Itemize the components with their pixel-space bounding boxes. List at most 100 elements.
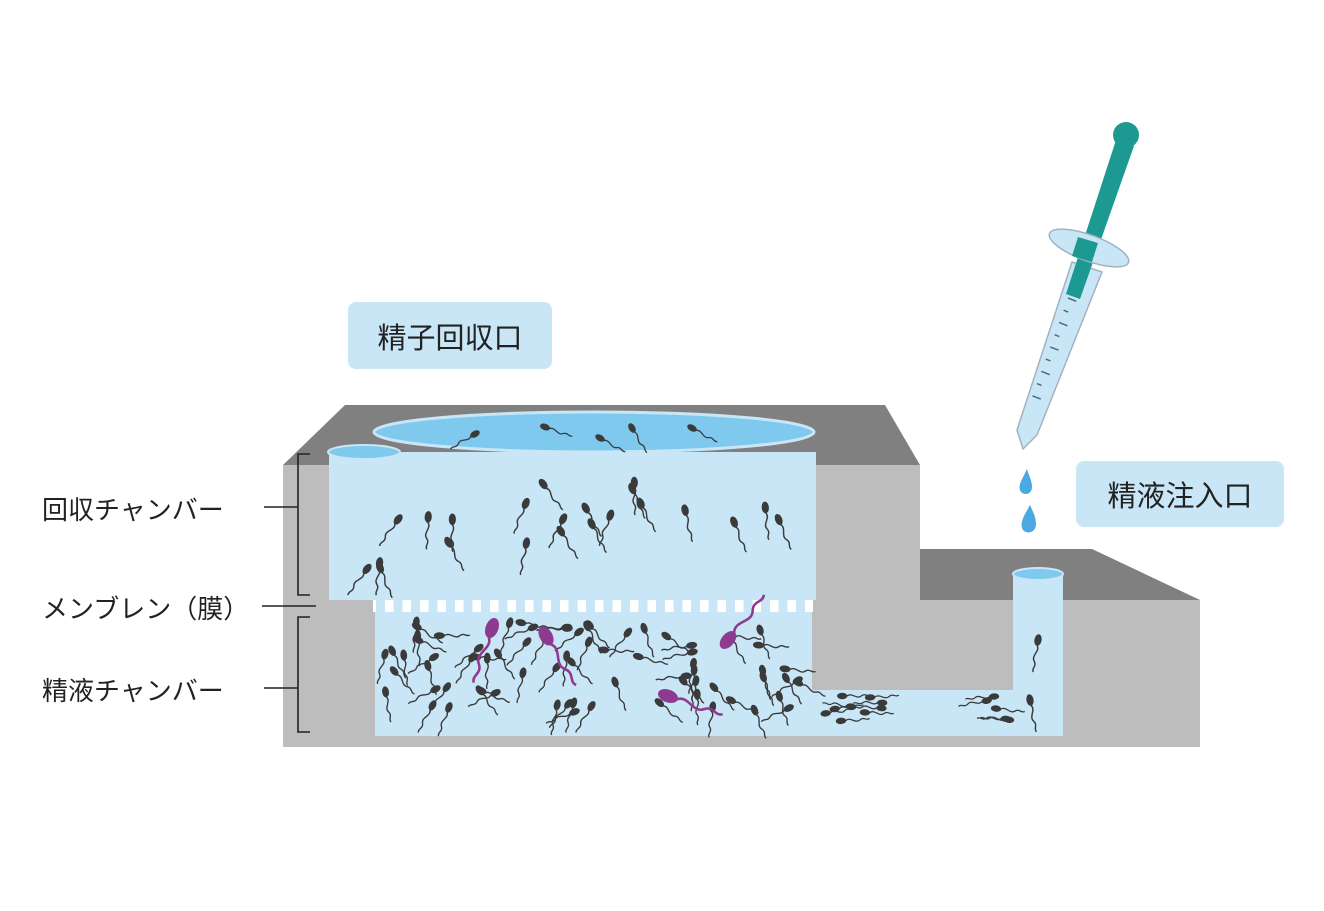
- sperm: [515, 619, 552, 629]
- sperm: [598, 646, 635, 654]
- membrane: [373, 600, 813, 612]
- sperm: [1032, 634, 1042, 673]
- collection-chamber-label: 回収チャンバー: [42, 496, 224, 526]
- sperm: [389, 666, 415, 695]
- drop-2: [1021, 505, 1036, 533]
- sperm: [424, 511, 432, 550]
- sperm: [609, 627, 633, 658]
- sperm: [506, 637, 532, 666]
- collection-liquid-surface: [372, 410, 816, 454]
- collection-port-text: 精子回収口: [377, 320, 523, 355]
- sperm: [693, 688, 701, 726]
- semen-chamber-label: 精液チャンバー: [42, 677, 224, 707]
- sperm: [662, 648, 698, 661]
- sperm: [837, 692, 872, 700]
- sperm: [504, 623, 539, 640]
- sperm: [467, 688, 501, 708]
- sperm: [628, 423, 648, 454]
- collection-chamber: [327, 410, 816, 600]
- sperm: [378, 514, 403, 547]
- sperm: [760, 704, 794, 723]
- sperm: [792, 678, 826, 697]
- sperm: [730, 516, 747, 553]
- abnormal-sperm: [657, 689, 724, 716]
- sperm: [852, 699, 888, 706]
- sperm: [655, 672, 692, 681]
- sperm: [779, 665, 816, 673]
- sperm: [516, 667, 527, 704]
- sperm: [640, 622, 655, 658]
- sperm: [964, 693, 1000, 700]
- inlet-liquid-surface: [1012, 567, 1064, 581]
- sperm: [444, 536, 465, 572]
- sperm: [388, 645, 407, 679]
- injection-port-text: 精液注入口: [1107, 479, 1253, 513]
- sperm: [835, 717, 871, 725]
- sperm: [681, 504, 694, 543]
- sperm: [859, 709, 895, 716]
- sperm: [687, 424, 718, 443]
- sperm: [407, 685, 441, 705]
- sperm: [548, 699, 573, 728]
- abnormal-sperm: [538, 626, 577, 687]
- bracket-collection: [297, 453, 310, 596]
- sperm-cells: [347, 423, 1042, 739]
- sperm: [538, 478, 564, 511]
- sperm: [376, 648, 389, 685]
- collection-port-label: 精子回収口: [348, 302, 552, 369]
- sperm: [550, 699, 561, 736]
- injection-port-label: 精液注入口: [1076, 461, 1284, 527]
- sperm: [654, 698, 684, 723]
- sperm: [752, 641, 790, 649]
- sperm: [475, 685, 499, 716]
- sperm: [852, 704, 887, 712]
- sperm: [598, 509, 615, 546]
- sperm: [347, 563, 372, 596]
- sperm: [407, 652, 440, 675]
- sperm: [775, 690, 789, 726]
- sperm: [566, 657, 593, 685]
- label-brackets: [262, 453, 316, 733]
- sperm: [581, 502, 602, 537]
- sperm: [958, 697, 992, 707]
- sperm: [628, 483, 646, 519]
- sperm: [519, 537, 531, 576]
- sperm: [781, 672, 803, 705]
- sperm: [575, 701, 596, 733]
- sperm: [417, 700, 437, 733]
- pipette: [1016, 122, 1139, 533]
- sperm: [759, 671, 775, 707]
- sperm: [761, 501, 770, 541]
- sperm: [632, 652, 669, 665]
- sperm: [382, 686, 392, 723]
- sperm: [412, 636, 447, 653]
- sperm: [562, 650, 571, 687]
- sperm: [979, 716, 1015, 723]
- semen-chamber: [375, 567, 1064, 736]
- membrane-pores: [376, 600, 805, 612]
- sperm: [493, 648, 516, 680]
- sperm: [400, 649, 409, 686]
- sperm: [411, 622, 443, 644]
- sperm: [513, 497, 530, 534]
- sperm: [539, 423, 573, 437]
- sperm: [611, 676, 627, 712]
- abnormal-sperm: [719, 594, 766, 649]
- sperm: [376, 562, 393, 599]
- sperm: [709, 682, 735, 711]
- sperm: [661, 631, 692, 655]
- sperm: [433, 632, 471, 640]
- sperm: [774, 513, 792, 551]
- bracket-semen: [297, 616, 310, 733]
- sperm: [990, 705, 1026, 713]
- sperm: [690, 664, 698, 702]
- sperm: [750, 704, 767, 739]
- sperm: [500, 617, 514, 653]
- membrane-label: メンブレン（膜）: [42, 595, 250, 625]
- sperm: [437, 702, 453, 737]
- pipette-plunger-cap: [1113, 122, 1139, 148]
- sperm: [1026, 694, 1038, 733]
- sperm: [449, 430, 480, 450]
